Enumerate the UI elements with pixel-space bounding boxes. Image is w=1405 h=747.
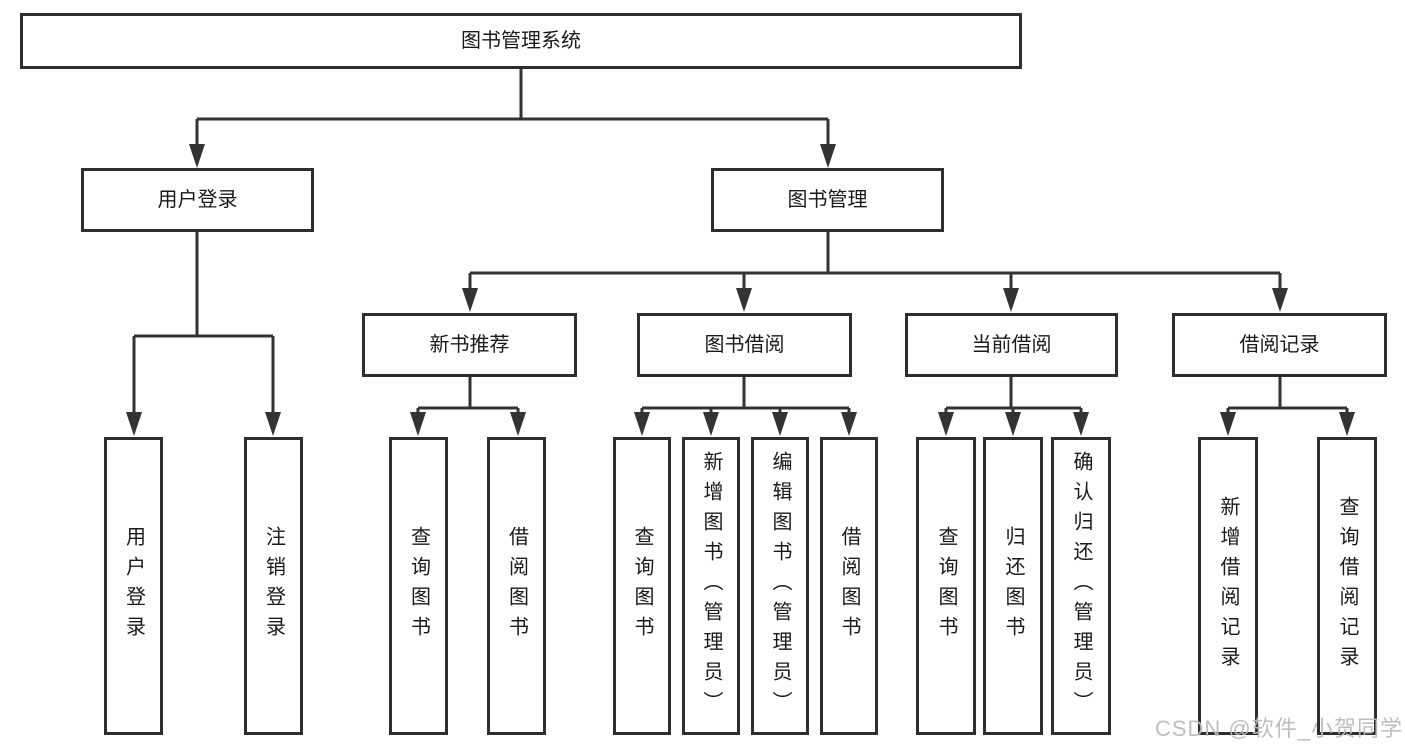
node-book-management: 图书管理	[711, 168, 944, 232]
leaf-query-borrow-record: 查询借阅记录	[1317, 437, 1377, 735]
leaf-add-book-admin: 新增图书（管理员）	[682, 437, 740, 735]
leaf-borrow-books-borrow: 借阅图书	[820, 437, 878, 735]
node-new-book-recommend: 新书推荐	[362, 313, 577, 377]
node-user-login: 用户登录	[81, 168, 314, 232]
leaf-edit-book-admin: 编辑图书（管理员）	[751, 437, 809, 735]
node-current-borrow: 当前借阅	[905, 313, 1118, 377]
node-library-management-system: 图书管理系统	[20, 13, 1022, 69]
leaf-logout: 注销登录	[244, 437, 303, 735]
node-borrow-records: 借阅记录	[1172, 313, 1387, 377]
leaf-add-borrow-record: 新增借阅记录	[1198, 437, 1258, 735]
leaf-return-book: 归还图书	[983, 437, 1043, 735]
leaf-confirm-return-admin: 确认归还（管理员）	[1051, 437, 1111, 735]
leaf-query-books-current: 查询图书	[916, 437, 976, 735]
node-book-borrow: 图书借阅	[637, 313, 852, 377]
leaf-user-login: 用户登录	[104, 437, 163, 735]
leaf-query-books-recommend: 查询图书	[389, 437, 448, 735]
leaf-borrow-books-recommend: 借阅图书	[487, 437, 546, 735]
csdn-watermark: CSDN @软件_小贺同学	[1154, 716, 1403, 741]
leaf-query-books-borrow: 查询图书	[613, 437, 671, 735]
